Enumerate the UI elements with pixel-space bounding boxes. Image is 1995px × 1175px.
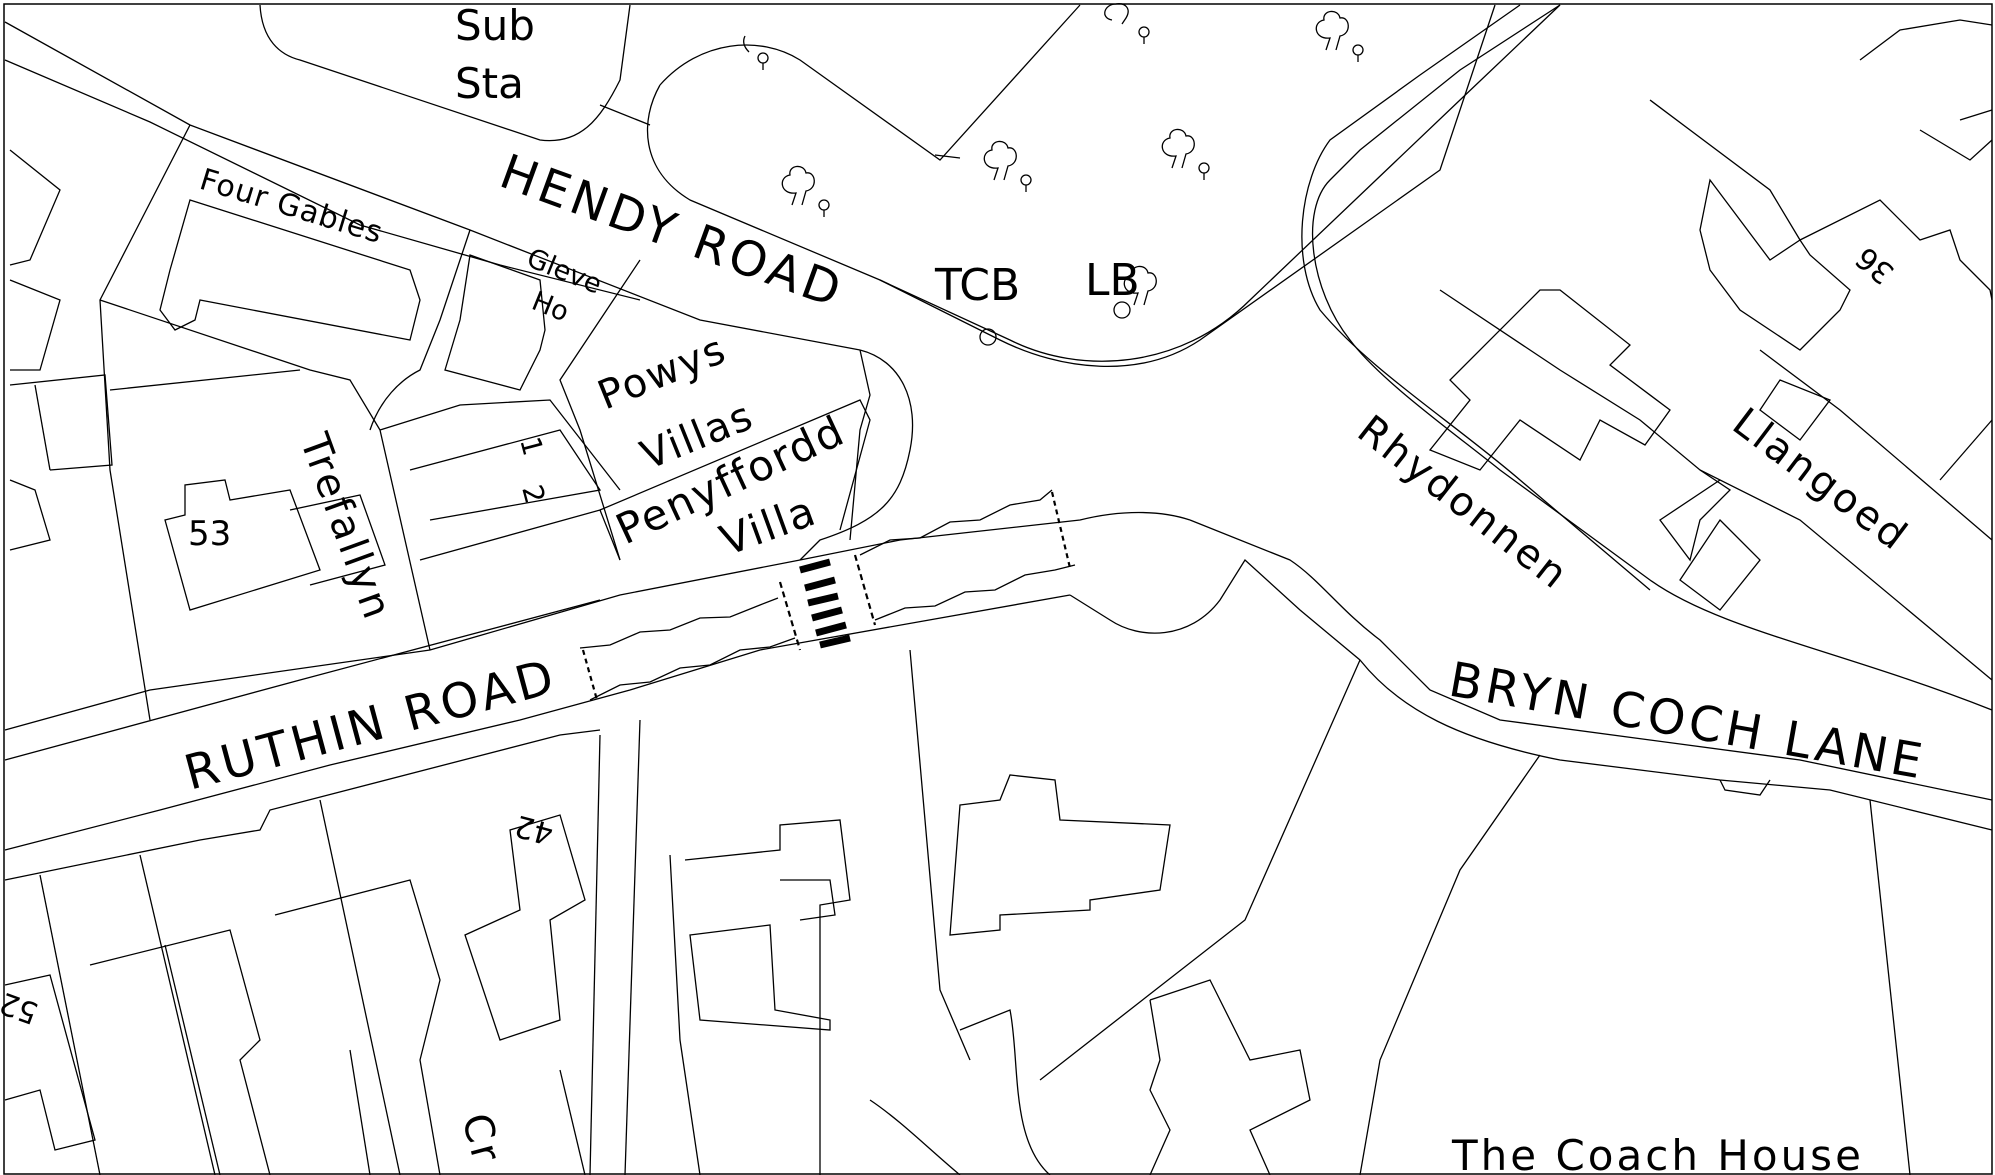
tree-icon xyxy=(781,165,830,217)
tree-icon xyxy=(983,140,1032,192)
zigzag-markings xyxy=(579,489,1076,701)
tree-icon xyxy=(1315,10,1364,62)
feature-label-lb: LB xyxy=(1085,255,1140,306)
tree-icon xyxy=(1104,2,1150,44)
tree-icon xyxy=(743,35,769,70)
pedestrian-crossing xyxy=(778,554,877,651)
sub-station-label: Sub xyxy=(455,1,535,50)
linework xyxy=(4,4,1993,1175)
tree-symbols xyxy=(743,2,1364,306)
tree-icon xyxy=(1161,128,1210,180)
feature-label-tcb: TCB xyxy=(934,260,1020,311)
house-number-53: 53 xyxy=(188,514,231,554)
sub-station-label: Sta xyxy=(455,59,524,108)
building-label-coach-house: The Coach House xyxy=(1451,1131,1864,1175)
tree-icon xyxy=(1123,265,1157,306)
